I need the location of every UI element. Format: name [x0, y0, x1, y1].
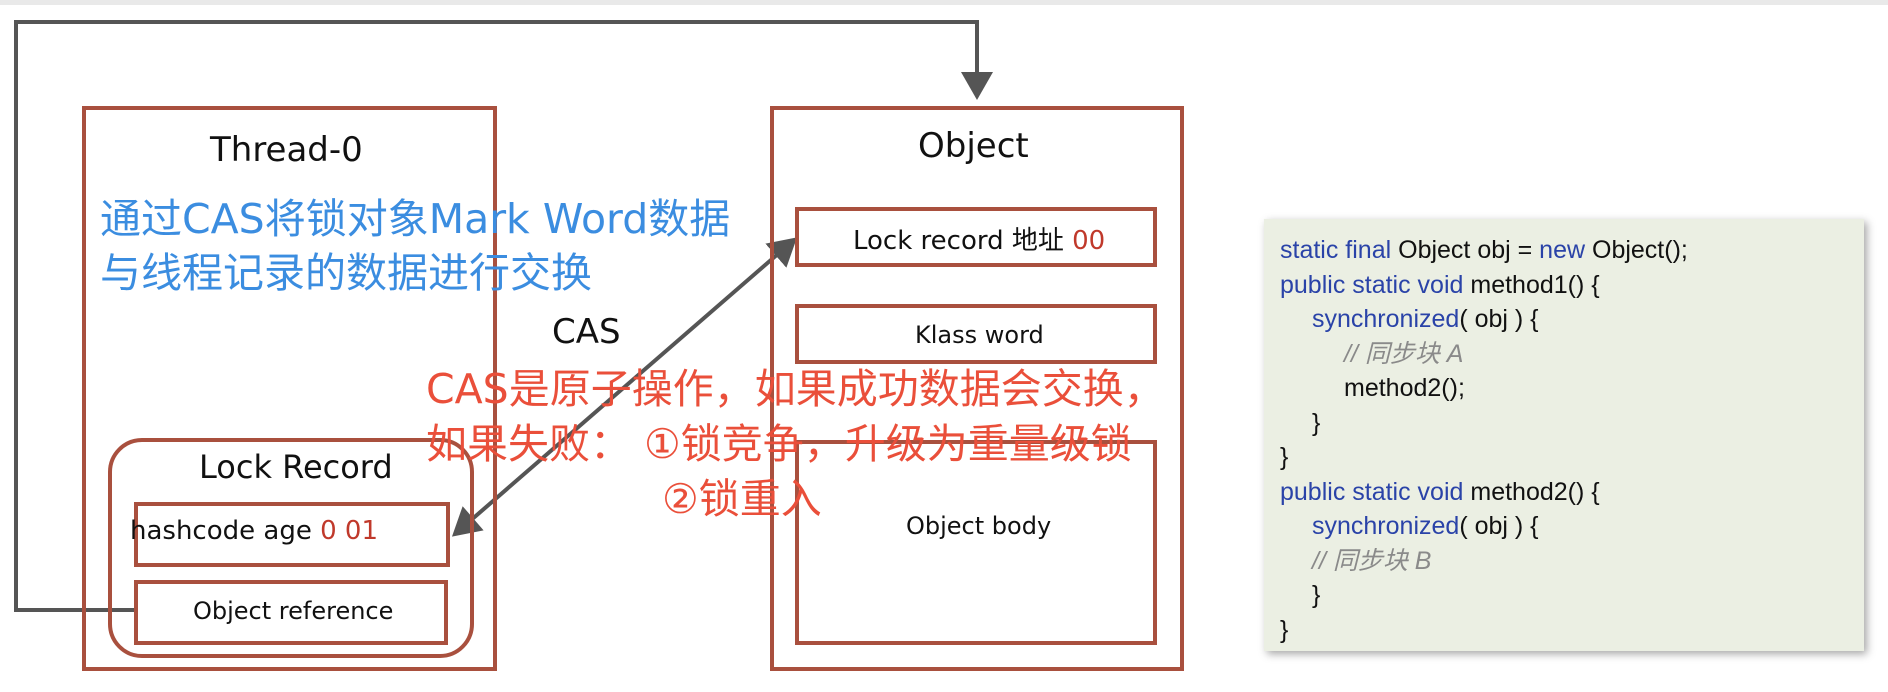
object-body-label: Object body	[906, 512, 1052, 540]
code-line-6: }	[1312, 408, 1321, 437]
object-reference-box	[134, 580, 448, 645]
reference-arrow	[14, 20, 993, 612]
hashcode-box	[134, 502, 450, 567]
object-body-box	[795, 440, 1157, 645]
lock-record-title: Lock Record	[199, 448, 393, 486]
code-line-2: public static void method1() {	[1280, 270, 1600, 299]
cas-label: CAS	[552, 312, 621, 352]
code-line-12: }	[1280, 615, 1289, 644]
code-line-9: synchronized( obj ) {	[1312, 512, 1539, 540]
hashcode-bits: 0 01	[320, 516, 378, 546]
code-line-4: // 同步块 A	[1344, 339, 1464, 368]
code-line-8: public static void method2() {	[1280, 477, 1600, 506]
klass-word-label: Klass word	[915, 321, 1044, 349]
object-box	[770, 106, 1184, 671]
code-line-1: static final Object obj = new Object();	[1280, 236, 1688, 264]
object-reference-label: Object reference	[193, 597, 394, 625]
cas-swap-arrow	[451, 237, 798, 537]
red-annotation-line2: 如果失败： ①锁竞争，升级为重量级锁	[426, 420, 1132, 468]
object-lock-record-field: Lock record 地址 00	[853, 220, 1105, 257]
blue-annotation-line1: 通过CAS将锁对象Mark Word数据	[100, 195, 731, 243]
object-lock-record-box	[795, 207, 1157, 267]
code-panel: static final Object obj = new Object(); …	[1264, 219, 1864, 651]
object-lock-record-text: Lock record 地址	[853, 226, 1073, 256]
klass-word-box	[795, 304, 1157, 364]
hashcode-text: hashcode age	[130, 516, 321, 546]
red-annotation-line1: CAS是原子操作，如果成功数据会交换，	[426, 365, 1165, 413]
code-line-7: }	[1280, 443, 1289, 471]
object-lock-record-bits: 00	[1072, 226, 1106, 256]
thread-title: Thread-0	[210, 130, 363, 170]
code-line-10: // 同步块 B	[1312, 546, 1432, 575]
red-annotation-line3: ②锁重入	[662, 475, 822, 523]
code-line-11: }	[1312, 581, 1321, 609]
red-annotation: CAS是原子操作，如果成功数据会交换， 如果失败： ①锁竞争，升级为重量级锁 ②…	[426, 362, 1165, 527]
hashcode-field: hashcode age 0 01	[130, 516, 378, 546]
thread-box	[82, 106, 497, 671]
object-title: Object	[918, 126, 1029, 166]
blue-annotation-line2: 与线程记录的数据进行交换	[100, 249, 592, 297]
blue-annotation: 通过CAS将锁对象Mark Word数据 与线程记录的数据进行交换	[100, 192, 730, 300]
code-line-5: method2();	[1344, 374, 1465, 402]
lock-record-box	[108, 438, 474, 658]
code-line-3: synchronized( obj ) {	[1312, 305, 1539, 333]
top-border	[0, 0, 1888, 5]
